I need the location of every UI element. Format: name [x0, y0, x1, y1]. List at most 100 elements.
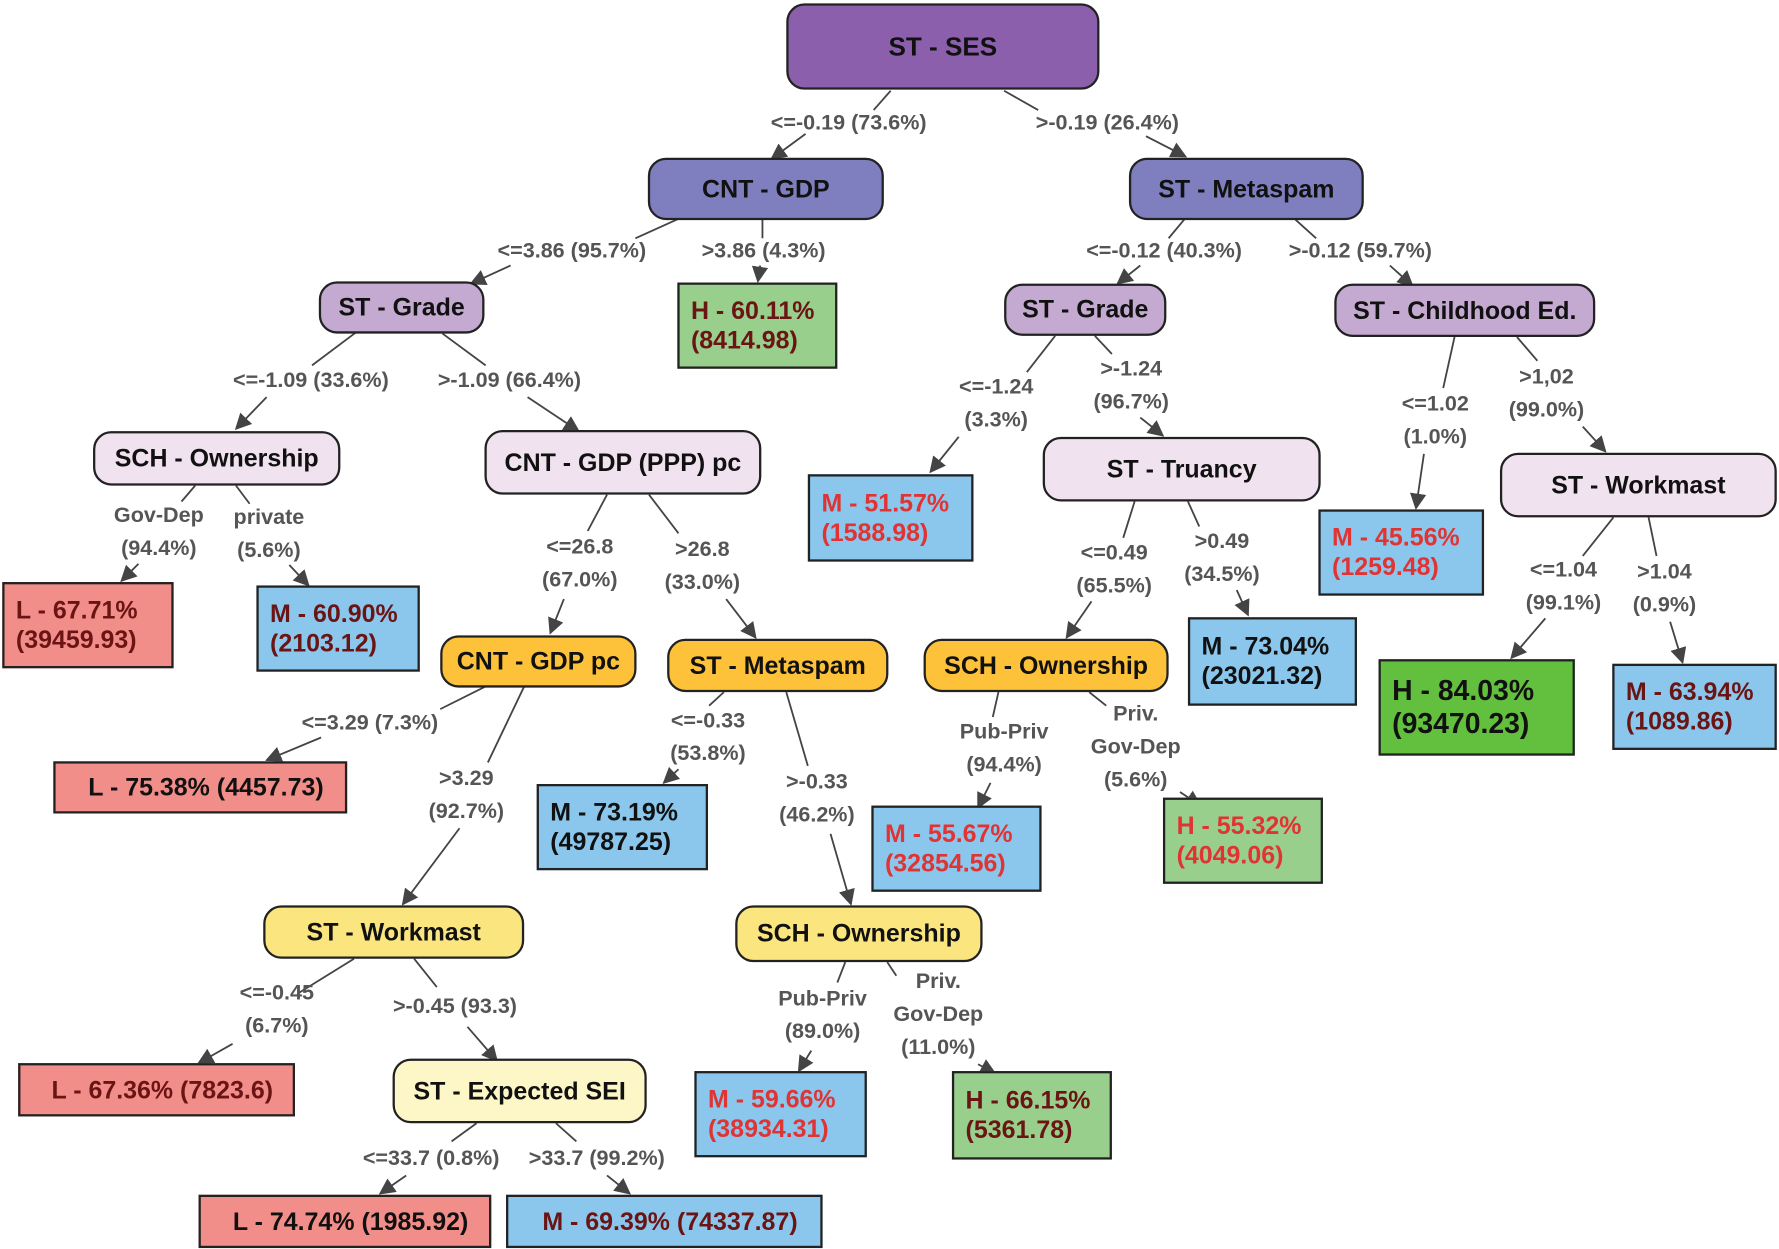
- edge-line: [466, 1026, 499, 1063]
- leaf-count: (32854.56): [884, 848, 1006, 878]
- split-share: (5.6%): [1103, 768, 1168, 792]
- edge-line: [606, 1174, 631, 1195]
- leaf-medium: M - 73.04% (23021.32): [1187, 617, 1357, 706]
- leaf-medium: M - 45.56% (1259.48): [1318, 509, 1485, 596]
- leaf-count: (1588.98): [821, 517, 929, 547]
- split-share: (99.0%): [1508, 398, 1585, 423]
- split-share: (65.5%): [1076, 574, 1152, 598]
- split-condition: <=3.29 (7.3%): [301, 711, 439, 736]
- split-condition: Gov-Dep: [893, 1002, 984, 1027]
- leaf-label: H - 66.15%: [965, 1085, 1091, 1115]
- edge-label: Gov-Dep (94.4%): [114, 499, 204, 565]
- leaf-count: (8414.98): [690, 325, 798, 354]
- edge-line: [586, 494, 608, 532]
- leaf-low: L - 67.71% (39459.93): [2, 582, 174, 669]
- node-st-ses: ST - SES: [786, 3, 1100, 90]
- edge-line: [836, 961, 847, 983]
- edge-label: >3.29 (92.7%): [429, 762, 504, 828]
- edge-line: [648, 494, 680, 534]
- leaf-count: (39459.93): [15, 625, 137, 654]
- split-condition: Pub-Priv: [778, 987, 867, 1011]
- split-condition: <=33.7 (0.8%): [362, 1147, 500, 1171]
- edge-line: [886, 961, 898, 977]
- edge-label: <=-0.12 (40.3%): [1086, 235, 1242, 268]
- split-condition: >-0.45 (93.3): [392, 995, 517, 1019]
- node-cnt-gdp: CNT - GDP: [647, 157, 884, 221]
- node-st-grade: ST - Grade: [318, 281, 485, 334]
- edge-line: [401, 827, 461, 906]
- edge-line: [1669, 621, 1687, 665]
- edge-line: [708, 691, 725, 707]
- leaf-label: M - 59.66%: [707, 1084, 836, 1114]
- split-share: (53.8%): [670, 742, 746, 766]
- edge-label: <=-1.09 (33.6%): [233, 364, 389, 397]
- edge-line: [1094, 335, 1113, 355]
- edge-label: >-0.33 (46.2%): [779, 766, 854, 832]
- node-sch-ownership: SCH - Ownership: [93, 431, 341, 486]
- leaf-medium: M - 60.90% (2103.12): [256, 585, 420, 672]
- split-condition: >0.49: [1194, 529, 1250, 554]
- edge-label: <=3.29 (7.3%): [302, 707, 439, 740]
- edge-line: [180, 485, 196, 503]
- edge-line: [311, 330, 358, 367]
- split-condition: >3.29: [439, 766, 494, 791]
- leaf-label: M - 45.56%: [1332, 523, 1460, 552]
- edge-line: [1187, 501, 1201, 527]
- leaf-label: L - 74.74% (1985.92): [232, 1206, 469, 1236]
- edge-line: [725, 598, 757, 639]
- split-share: (94.4%): [966, 753, 1042, 778]
- edge-line: [1026, 335, 1056, 373]
- split-share: (3.3%): [964, 408, 1028, 433]
- leaf-high: H - 60.11% (8414.98): [677, 282, 838, 369]
- edge-line: [929, 436, 960, 474]
- edge-line: [1088, 691, 1107, 707]
- edge-line: [1145, 135, 1188, 158]
- split-condition: >-0.33: [786, 770, 848, 795]
- edge-line: [1647, 517, 1658, 557]
- edge-label: >26.8 (33.0%): [665, 533, 740, 599]
- edge-label: >-1.09 (66.4%): [438, 364, 581, 397]
- edge-line: [288, 564, 310, 587]
- leaf-count: (38934.31): [707, 1114, 829, 1143]
- node-st-expected-sei: ST - Expected SEI: [392, 1058, 647, 1124]
- edge-label: <=3.86 (95.7%): [498, 235, 647, 268]
- split-condition: <=3.86 (95.7%): [497, 239, 647, 264]
- edge-label: >33.7 (99.2%): [529, 1143, 665, 1176]
- edge-label: >-0.19 (26.4%): [1036, 107, 1179, 140]
- split-condition: >1.04: [1637, 560, 1692, 585]
- node-sch-ownership: SCH - Ownership: [735, 905, 983, 963]
- leaf-count: (49787.25): [550, 827, 672, 856]
- edge-line: [797, 1050, 814, 1073]
- split-condition: >-1.09 (66.4%): [437, 368, 582, 393]
- edge-label: >0.49 (34.5%): [1184, 525, 1259, 591]
- split-share: (6.7%): [245, 1014, 309, 1039]
- split-condition: >1,02: [1519, 365, 1574, 390]
- node-st-grade: ST - Grade: [1004, 283, 1167, 336]
- edge-line: [1116, 264, 1141, 285]
- edge-line: [555, 1122, 577, 1143]
- edge-label: <=1.04 (99.1%): [1526, 554, 1601, 620]
- edge-line: [265, 736, 322, 763]
- leaf-high: H - 84.03% (93470.23): [1378, 659, 1575, 756]
- edge-line: [1442, 336, 1456, 389]
- node-st-metaspam: ST - Metaspam: [667, 638, 889, 693]
- edge-label: Priv. Gov-Dep (5.6%): [1091, 698, 1181, 797]
- split-share: (11.0%): [901, 1035, 976, 1060]
- edge-line: [439, 685, 487, 710]
- edge-line: [770, 133, 807, 160]
- split-condition: Gov-Dep: [1090, 735, 1181, 760]
- edge-line: [296, 957, 355, 995]
- leaf-label: M - 63.94%: [1625, 677, 1754, 706]
- split-condition: >-1.24: [1100, 357, 1163, 382]
- edge-label: Pub-Priv (94.4%): [960, 716, 1049, 782]
- leaf-count: (4049.06): [1176, 840, 1284, 870]
- edge-line: [991, 691, 1000, 718]
- split-share: (67.0%): [542, 568, 618, 593]
- leaf-label: H - 60.11%: [690, 296, 815, 325]
- edge-line: [487, 686, 526, 763]
- leaf-label: L - 75.38% (4457.73): [88, 772, 324, 802]
- edge-label: <=-0.45 (6.7%): [240, 977, 314, 1043]
- split-share: (34.5%): [1184, 562, 1260, 587]
